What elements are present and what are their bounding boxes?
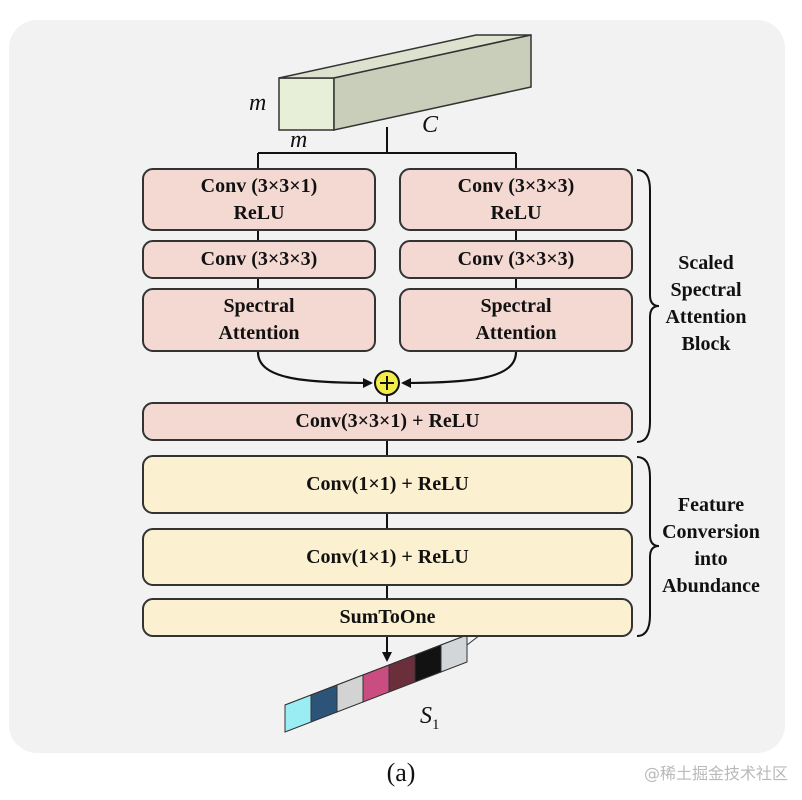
right-attention-line1: Spectral: [480, 295, 552, 317]
right-merge-arrow: [401, 351, 518, 388]
cube-height-label: m: [249, 90, 267, 116]
right-spectral-attention-block: Spectral Attention: [399, 288, 633, 352]
input-cube-side-face: [333, 34, 532, 131]
merge-conv-block: Conv(3×3×1) + ReLU: [142, 402, 633, 441]
add-node: [374, 370, 400, 396]
cube-depth-label: C: [422, 112, 439, 138]
left-conv-label: Conv (3×3×3): [200, 248, 318, 270]
output-cell-front-6: [414, 644, 442, 683]
fc-label-line1: Feature: [677, 494, 745, 516]
left-attention-line1: Spectral: [223, 295, 295, 317]
left-spectral-attention-block: Spectral Attention: [142, 288, 376, 352]
right-conv-block: Conv (3×3×3): [399, 240, 633, 279]
right-attention-line2: Attention: [475, 322, 557, 344]
output-cell-front-5: [388, 654, 416, 693]
left-attention-line2: Attention: [218, 322, 300, 344]
watermark-text: @稀土掘金技术社区: [643, 764, 788, 783]
figure-caption: (a): [386, 758, 416, 787]
cube-width-label: m: [290, 127, 308, 153]
output-cell-front-1: [284, 694, 312, 733]
split-connector: [257, 127, 517, 168]
output-cell-front-7: [440, 634, 468, 673]
right-conv-relu-line2: ReLU: [490, 201, 542, 224]
ssa-label-line4: Block: [681, 333, 731, 355]
output-cell-front-4: [362, 664, 390, 703]
input-cube-front-face: [278, 77, 335, 131]
output-label-main: S: [420, 703, 432, 729]
left-conv-relu-line2: ReLU: [233, 201, 285, 224]
fc-label-line4: Abundance: [662, 575, 760, 597]
left-conv-relu-block: Conv (3×3×1) ReLU: [142, 168, 376, 231]
sum-to-one-label: SumToOne: [339, 606, 436, 628]
output-cell-front-3: [336, 674, 364, 713]
feature-conversion-brace: [636, 456, 660, 637]
scaled-spectral-attention-brace: [636, 169, 660, 443]
left-conv-relu-line1: Conv (3×3×1): [200, 174, 318, 197]
ssa-label-line3: Attention: [665, 306, 747, 328]
right-conv-relu-block: Conv (3×3×3) ReLU: [399, 168, 633, 231]
feature-conv-label-1: Conv(1×1) + ReLU: [306, 473, 469, 495]
output-label-subscript: 1: [432, 716, 440, 733]
scaled-spectral-attention-label: Scaled Spectral Attention Block: [655, 250, 757, 358]
feature-conv-block-1: Conv(1×1) + ReLU: [142, 455, 633, 514]
feature-conv-block-2: Conv(1×1) + ReLU: [142, 528, 633, 586]
left-merge-arrow: [256, 351, 373, 388]
right-conv-relu-line1: Conv (3×3×3): [457, 174, 575, 197]
feature-conversion-label: Feature Conversion into Abundance: [652, 492, 770, 600]
branch-connectors: [257, 231, 517, 288]
sum-to-one-block: SumToOne: [142, 598, 633, 637]
input-cube: [278, 34, 532, 131]
merge-conv-label: Conv(3×3×1) + ReLU: [295, 410, 480, 432]
fc-label-line3: into: [694, 548, 728, 570]
ssa-label-line1: Scaled: [678, 252, 734, 274]
right-conv-label: Conv (3×3×3): [457, 248, 575, 270]
ssa-label-line2: Spectral: [670, 279, 742, 301]
feature-conv-label-2: Conv(1×1) + ReLU: [306, 545, 469, 568]
output-label: S1: [420, 703, 440, 734]
output-cell-front-2: [310, 684, 338, 723]
output-tensor: [284, 624, 494, 733]
left-conv-block: Conv (3×3×3): [142, 240, 376, 279]
fc-label-line2: Conversion: [662, 521, 760, 543]
